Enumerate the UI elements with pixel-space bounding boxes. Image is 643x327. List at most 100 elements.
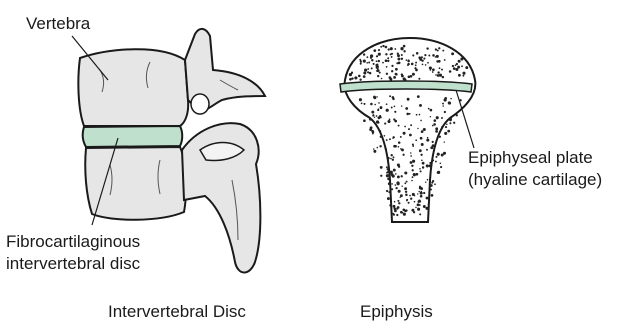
stipple-dot [420,154,422,156]
stipple-dot [397,175,400,178]
stipple-dot [368,62,370,64]
stipple-dot [401,148,404,151]
stipple-dot [420,195,423,198]
stipple-dot [403,50,405,52]
epiphysis-illustration [340,38,475,222]
stipple-dot [419,114,421,116]
stipple-dot [432,125,434,127]
epiphysis-caption: Epiphysis [360,302,433,322]
stipple-dot [380,130,382,132]
stipple-dot [403,213,406,216]
stipple-dot [430,188,432,190]
stipple-dot [412,169,414,171]
stipple-dot [458,60,461,63]
stipple-dot [425,207,428,210]
lower-vertebra-body [85,147,186,220]
stipple-dot [363,119,366,122]
stipple-dot [448,101,451,104]
stipple-dot [418,78,420,80]
stipple-dot [393,156,395,158]
stipple-dot [462,75,464,77]
stipple-dot [380,46,382,48]
stipple-dot [415,69,418,72]
intervertebral-disc-caption: Intervertebral Disc [108,302,246,322]
stipple-dot [369,72,372,75]
stipple-dot [427,179,429,181]
stipple-dot [412,176,414,178]
stipple-dot [450,98,451,99]
stipple-dot [461,65,463,67]
stipple-dot [460,57,463,60]
stipple-dot [436,55,439,58]
stipple-dot [378,116,381,119]
stipple-dot [386,103,388,105]
stipple-dot [391,183,393,185]
stipple-dot [409,134,412,137]
stipple-dot [410,152,412,154]
stipple-dot [406,199,408,201]
stipple-dot [449,122,451,124]
stipple-dot [435,130,438,133]
stipple-dot [441,117,443,119]
stipple-dot [401,175,403,177]
stipple-dot [391,48,393,50]
stipple-dot [396,208,398,210]
stipple-dot [391,107,393,109]
stipple-dot [358,75,360,77]
stipple-dot [406,181,408,183]
stipple-dot [374,104,376,106]
stipple-dot [380,166,383,169]
stipple-dot [378,102,380,104]
stipple-dot [456,114,458,116]
stipple-dot [436,116,439,119]
stipple-dot [363,53,365,55]
stipple-dot [398,202,400,204]
stipple-dot [387,57,389,59]
stipple-dot [373,150,376,153]
stipple-dot [378,60,380,62]
stipple-dot [392,175,395,178]
stipple-dot [371,130,374,133]
stipple-dot [391,65,393,67]
stipple-dot [416,173,419,176]
stipple-dot [401,105,402,106]
stipple-dot [396,74,398,76]
stipple-dot [444,132,447,135]
stipple-dot [412,143,414,145]
stipple-dot [432,54,435,57]
stipple-dot [373,148,374,149]
stipple-dot [435,48,437,50]
stipple-dot [415,62,417,64]
stipple-dot [384,135,386,137]
stipple-dot [386,73,388,75]
stipple-dot [415,139,417,141]
stipple-dot [367,56,369,58]
stipple-dot [409,195,411,197]
stipple-dot [407,63,409,65]
intervertebral-foramen [191,94,209,114]
stipple-dot [390,53,392,55]
stipple-dot [372,115,374,117]
stipple-dot [373,49,376,52]
stipple-dot [422,64,424,66]
stipple-dot [361,103,363,105]
stipple-dot [426,164,429,167]
stipple-dot [394,201,396,203]
stipple-dot [416,52,419,55]
stipple-dot [441,154,444,157]
stipple-dot [387,168,389,170]
stipple-dot [440,166,442,168]
stipple-dot [360,60,362,62]
stipple-dot [389,204,391,206]
stipple-dot [410,155,412,157]
stipple-dot [398,125,400,127]
stipple-dot [385,59,388,62]
stipple-dot [420,137,423,140]
disc-label-line2: intervertebral disc [6,254,140,274]
stipple-dot [371,67,373,69]
stipple-dot [401,54,403,56]
stipple-dot [391,70,393,72]
stipple-dot [387,178,390,181]
stipple-dot [388,48,390,50]
stipple-dot [422,166,424,168]
